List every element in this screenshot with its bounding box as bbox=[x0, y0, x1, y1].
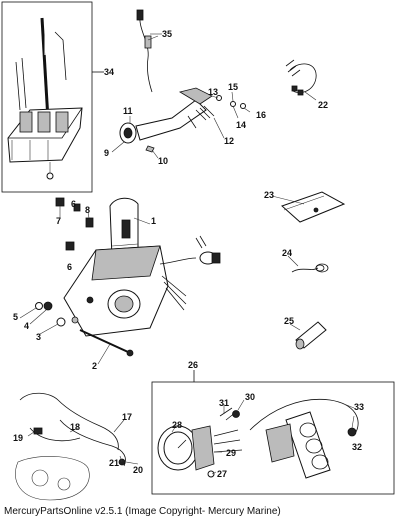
part-22-harness[interactable] bbox=[285, 59, 317, 101]
callout-29[interactable]: 29 bbox=[226, 448, 236, 458]
throttle-link bbox=[54, 31, 67, 81]
callout-34[interactable]: 34 bbox=[104, 67, 114, 77]
part-24-spring[interactable] bbox=[291, 263, 329, 273]
group-26-frame bbox=[151, 381, 395, 495]
callout-25[interactable]: 25 bbox=[284, 316, 294, 326]
switch-bracket bbox=[135, 99, 207, 141]
callout-labels: 1 2 3 4 5 6 6 7 8 9 10 11 12 13 14 15 16… bbox=[13, 29, 364, 479]
nut-30 bbox=[232, 410, 240, 418]
part-washers-3-5[interactable] bbox=[35, 301, 79, 327]
sender-32 bbox=[347, 427, 357, 437]
callout-35[interactable]: 35 bbox=[162, 29, 172, 39]
callout-6-upper[interactable]: 6 bbox=[71, 199, 76, 209]
part-bottom-harness[interactable] bbox=[15, 392, 126, 501]
washer-13 bbox=[216, 95, 222, 101]
callout-23[interactable]: 23 bbox=[264, 190, 274, 200]
callout-22[interactable]: 22 bbox=[318, 100, 328, 110]
part-1-remote-control[interactable] bbox=[63, 197, 221, 337]
housing-screw bbox=[46, 172, 54, 180]
part-23-decal[interactable] bbox=[281, 191, 346, 223]
callout-1[interactable]: 1 bbox=[151, 216, 156, 226]
callout-13[interactable]: 13 bbox=[208, 87, 218, 97]
callout-17[interactable]: 17 bbox=[122, 412, 132, 422]
cable-right bbox=[21, 57, 27, 109]
callout-26[interactable]: 26 bbox=[188, 360, 198, 370]
engine-plate bbox=[285, 411, 331, 479]
callout-18[interactable]: 18 bbox=[70, 422, 80, 432]
washer-15 bbox=[230, 101, 236, 107]
cable-33 bbox=[249, 398, 359, 433]
part-group-34[interactable] bbox=[1, 1, 104, 193]
part-35-wire[interactable] bbox=[136, 9, 162, 93]
callout-16[interactable]: 16 bbox=[256, 110, 266, 120]
part-25-cylinder[interactable] bbox=[295, 321, 327, 350]
callout-33[interactable]: 33 bbox=[354, 402, 364, 412]
washer-3 bbox=[56, 317, 66, 327]
cable-left bbox=[15, 61, 21, 111]
callout-11[interactable]: 11 bbox=[123, 106, 133, 116]
callout-4[interactable]: 4 bbox=[24, 321, 29, 331]
callout-8[interactable]: 8 bbox=[85, 205, 90, 215]
callout-3[interactable]: 3 bbox=[36, 332, 41, 342]
nut-16 bbox=[240, 103, 246, 109]
part-8 bbox=[85, 217, 94, 228]
part-6-lower bbox=[65, 241, 75, 251]
nut-4 bbox=[43, 301, 53, 311]
callout-31[interactable]: 31 bbox=[219, 398, 229, 408]
callout-2[interactable]: 2 bbox=[92, 361, 97, 371]
callout-9[interactable]: 9 bbox=[104, 148, 109, 158]
shift-rod bbox=[40, 17, 50, 121]
callout-32[interactable]: 32 bbox=[352, 442, 362, 452]
part-2-bolt[interactable] bbox=[79, 329, 134, 357]
callout-7[interactable]: 7 bbox=[56, 216, 61, 226]
leader-lines bbox=[19, 35, 355, 475]
part-group-26[interactable] bbox=[151, 370, 395, 495]
callout-6-lower[interactable]: 6 bbox=[67, 262, 72, 272]
callout-24[interactable]: 24 bbox=[282, 248, 292, 258]
callout-19[interactable]: 19 bbox=[13, 433, 23, 443]
callout-5[interactable]: 5 bbox=[13, 312, 18, 322]
part-7 bbox=[55, 197, 65, 207]
callout-20[interactable]: 20 bbox=[133, 465, 143, 475]
callout-27[interactable]: 27 bbox=[217, 469, 227, 479]
callout-30[interactable]: 30 bbox=[245, 392, 255, 402]
part-key-switch-assembly[interactable] bbox=[119, 87, 246, 153]
bulb-27 bbox=[207, 470, 215, 478]
part-6-upper bbox=[73, 203, 81, 212]
callout-28[interactable]: 28 bbox=[172, 420, 182, 430]
callout-21[interactable]: 21 bbox=[109, 458, 119, 468]
callout-12[interactable]: 12 bbox=[224, 136, 234, 146]
part-small-hardware[interactable] bbox=[55, 197, 94, 251]
group-34-frame bbox=[1, 1, 93, 193]
callout-10[interactable]: 10 bbox=[158, 156, 168, 166]
callout-14[interactable]: 14 bbox=[236, 120, 246, 130]
washer-5 bbox=[35, 302, 43, 310]
copyright-footer: MercuryPartsOnline v2.5.1 (Image Copyrig… bbox=[4, 506, 281, 517]
callout-15[interactable]: 15 bbox=[228, 82, 238, 92]
